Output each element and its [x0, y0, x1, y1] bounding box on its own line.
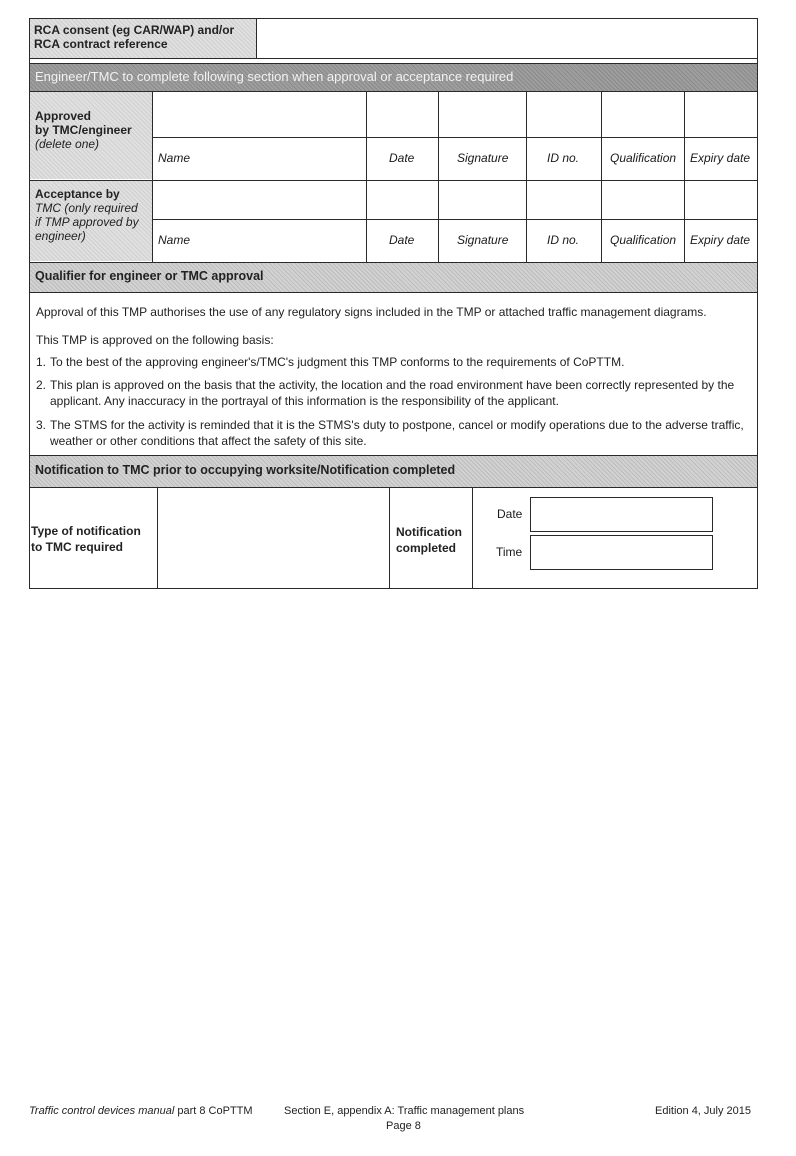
approved-col-date: Date	[389, 151, 415, 165]
footer-manual-title: Traffic control devices manual	[29, 1105, 175, 1117]
approved-col-name: Name	[158, 151, 191, 165]
qualifier-item-3-line1: The STMS for the activity is reminded th…	[50, 418, 744, 432]
approved-col-signature: Signature	[457, 151, 509, 165]
acceptance-name-field[interactable]	[153, 181, 366, 219]
notification-time-field[interactable]	[530, 535, 713, 570]
acceptance-label-cell	[30, 181, 152, 261]
qualifier-paragraph-2: This TMP is approved on the following ba…	[36, 333, 274, 347]
notification-type-label: Type of notification to TMC required	[31, 524, 141, 554]
rca-label-line1: RCA consent (eg CAR/WAP) and/or	[34, 23, 235, 37]
approved-label-line1: Approved	[35, 109, 92, 123]
notification-completed-label-line1: Notification	[396, 525, 462, 539]
rca-label-cell	[29, 18, 256, 58]
approved-col-qualification: Qualification	[610, 151, 677, 165]
qualifier-item-1-text: To the best of the approving engineer's/…	[50, 355, 625, 369]
rca-reference-field[interactable]	[257, 19, 757, 57]
approved-col-id: ID no.	[547, 151, 580, 165]
notification-type-label-line2: to TMC required	[31, 540, 123, 554]
notification-completed-label: Notification completed	[396, 525, 462, 555]
footer-title: Traffic control devices manual part 8 Co…	[29, 1105, 253, 1117]
qualifier-item-2-line1: This plan is approved on the basis that …	[50, 378, 735, 392]
acceptance-label-line3: if TMP approved by	[35, 215, 139, 229]
qualifier-item-2-line2: applicant. Any inaccuracy in the portray…	[50, 394, 559, 408]
acceptance-col-id: ID no.	[547, 233, 580, 247]
engineer-section-header: Engineer/TMC to complete following secti…	[30, 64, 757, 91]
approved-date-field[interactable]	[367, 92, 438, 137]
qualifier-item-3-number: 3.	[36, 418, 47, 432]
acceptance-col-expiry: Expiry date	[690, 233, 751, 247]
rca-label: RCA consent (eg CAR/WAP) and/or RCA cont…	[34, 23, 234, 51]
acceptance-col-qualification: Qualification	[610, 233, 677, 247]
acceptance-label-line1: Acceptance by	[35, 187, 120, 201]
approved-label: Approved by TMC/engineer (delete one)	[35, 109, 132, 151]
qualifier-item-2-number: 2.	[36, 378, 47, 392]
footer-page-number: Page 8	[386, 1120, 421, 1132]
footer-section: Section E, appendix A: Traffic managemen…	[284, 1105, 525, 1117]
notification-type-label-line1: Type of notification	[31, 524, 141, 538]
acceptance-col-name: Name	[158, 233, 191, 247]
acceptance-label-line2: TMC (only required	[35, 201, 138, 215]
acceptance-qualification-field[interactable]	[602, 181, 684, 219]
approved-col-expiry: Expiry date	[690, 151, 751, 165]
acceptance-date-field[interactable]	[367, 181, 438, 219]
approved-label-line2: by TMC/engineer	[35, 123, 132, 137]
notification-date-field[interactable]	[530, 497, 713, 532]
acceptance-expiry-field[interactable]	[685, 181, 757, 219]
qualifier-item-3-line2: weather or other conditions that affect …	[50, 434, 367, 448]
notification-completed-label-line2: completed	[396, 541, 457, 555]
footer-manual-part: part 8 CoPTTM	[174, 1105, 253, 1117]
approved-qualification-field[interactable]	[602, 92, 684, 137]
acceptance-label-line4: engineer)	[35, 229, 86, 243]
qualifier-item-1: 1. To the best of the approving engineer…	[36, 354, 751, 370]
acceptance-col-date: Date	[389, 233, 415, 247]
rca-label-line2: RCA contract reference	[34, 37, 168, 51]
acceptance-label: Acceptance by TMC (only required if TMP …	[35, 187, 139, 243]
acceptance-signature-field[interactable]	[439, 181, 526, 219]
approved-id-field[interactable]	[527, 92, 601, 137]
notification-type-field[interactable]	[158, 488, 389, 588]
notification-header: Notification to TMC prior to occupying w…	[30, 456, 757, 487]
approved-label-line3: (delete one)	[35, 137, 100, 151]
qualifier-item-2: 2. This plan is approved on the basis th…	[36, 377, 751, 409]
approved-label-cell	[30, 92, 152, 179]
approved-expiry-field[interactable]	[685, 92, 757, 137]
notification-time-label: Time	[496, 545, 523, 559]
qualifier-item-3: 3. The STMS for the activity is reminded…	[36, 417, 751, 449]
acceptance-col-signature: Signature	[457, 233, 509, 247]
acceptance-id-field[interactable]	[527, 181, 601, 219]
qualifier-paragraph-1: Approval of this TMP authorises the use …	[36, 305, 707, 319]
notification-date-label: Date	[497, 507, 523, 521]
qualifier-item-1-number: 1.	[36, 355, 47, 369]
approved-signature-field[interactable]	[439, 92, 526, 137]
approved-name-field[interactable]	[153, 92, 366, 137]
footer-edition: Edition 4, July 2015	[655, 1105, 752, 1117]
qualifier-header: Qualifier for engineer or TMC approval	[30, 263, 757, 292]
